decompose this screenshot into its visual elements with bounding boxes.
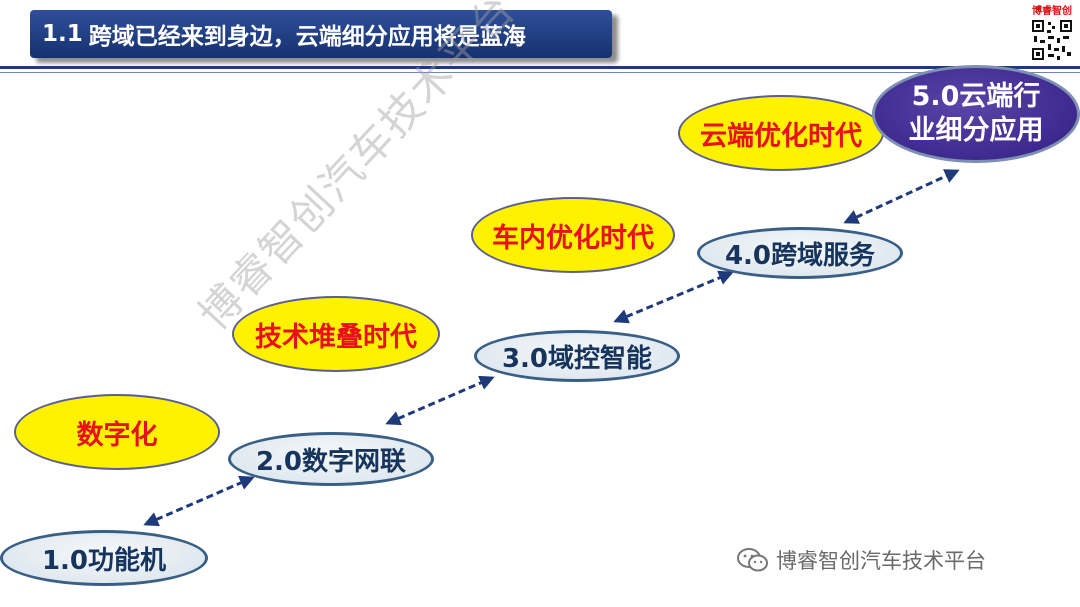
arrow-3-4 bbox=[613, 270, 734, 324]
slide-title: 跨域已经来到身边，云端细分应用将是蓝海 bbox=[88, 24, 526, 50]
era-in-car-optimization: 车内优化时代 bbox=[471, 197, 675, 273]
era-digitalization: 数字化 bbox=[14, 394, 220, 470]
wechat-icon bbox=[737, 548, 768, 572]
stage-4-cross-domain: 4.0跨域服务 bbox=[697, 227, 903, 279]
arrow-4-5 bbox=[843, 169, 960, 224]
stage-1-feature-phone: 1.0功能机 bbox=[0, 530, 208, 586]
section-number: 1.1 bbox=[42, 21, 83, 47]
header-rule-thin bbox=[0, 72, 1080, 73]
stage-3-domain-control: 3.0域控智能 bbox=[474, 330, 680, 382]
qr-code-icon bbox=[1030, 18, 1074, 62]
slide-title-bar: 1.1 跨域已经来到身边，云端细分应用将是蓝海 bbox=[30, 10, 612, 58]
arrow-1-2 bbox=[143, 475, 255, 527]
era-cloud-optimization: 云端优化时代 bbox=[678, 95, 884, 171]
arrow-2-3 bbox=[385, 375, 495, 426]
stage-2-digital-connectivity: 2.0数字网联 bbox=[228, 432, 434, 486]
brand-logo-text: 博睿智创 bbox=[1032, 6, 1072, 17]
footer-text: 博睿智创汽车技术平台 bbox=[776, 549, 986, 573]
era-tech-stacking: 技术堆叠时代 bbox=[232, 296, 440, 372]
stage-5-cloud-vertical-apps: 5.0云端行业细分应用 bbox=[872, 65, 1080, 163]
header-rule bbox=[0, 66, 1080, 69]
footer-brand: 博睿智创汽车技术平台 bbox=[736, 544, 986, 576]
